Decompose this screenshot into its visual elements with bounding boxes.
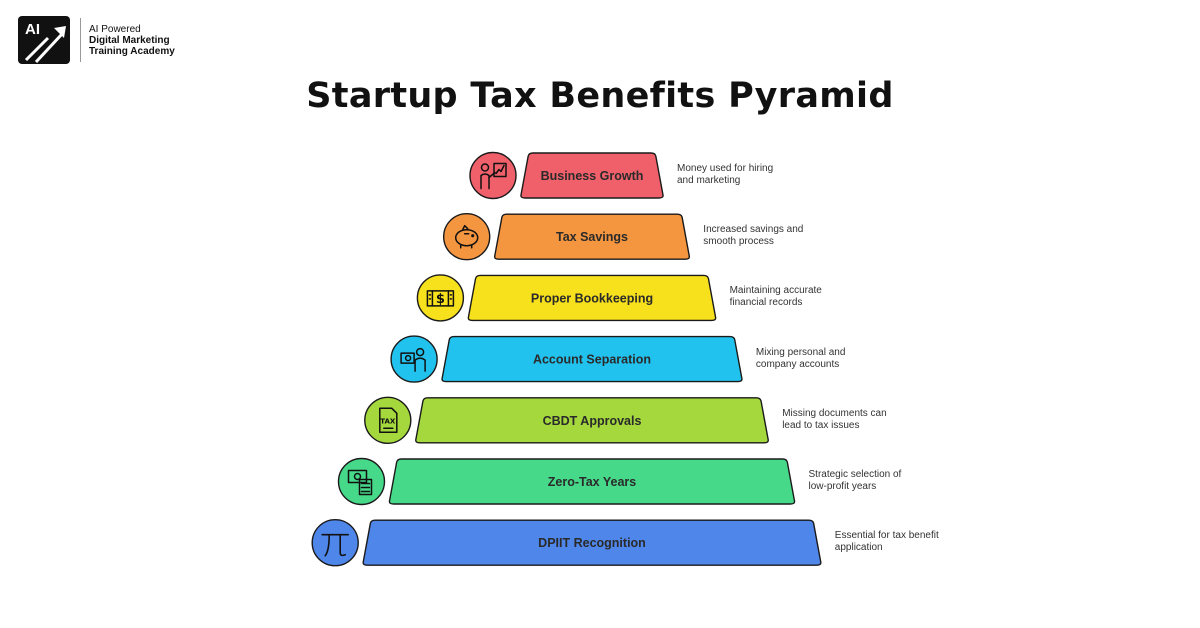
brand-name: AI Powered Digital Marketing Training Ac…: [89, 24, 175, 57]
tax-document-icon: TAX: [364, 396, 412, 444]
description-line-1: Strategic selection of: [808, 469, 902, 480]
pyramid-tier-label: Business Growth: [541, 169, 644, 183]
pyramid-tier-label: Zero-Tax Years: [548, 475, 637, 489]
pyramid-tier-shape: [520, 152, 664, 199]
pyramid-tier-label: DPIIT Recognition: [538, 536, 646, 550]
brand-logo: AI AI Powered Digital Marketing Training…: [18, 16, 175, 64]
description-line-2: low-profit years: [808, 481, 877, 492]
description-line-2: smooth process: [703, 236, 774, 248]
pyramid-tier-label: CBDT Approvals: [543, 414, 642, 428]
description-line-2: company accounts: [755, 358, 840, 370]
ledger-dollar-icon: $: [416, 274, 465, 322]
svg-text:$: $: [436, 292, 445, 307]
logo-divider: [80, 18, 81, 62]
description-line-1: Essential for tax benefit: [834, 530, 939, 542]
pyramid-tier-shape: [362, 519, 822, 566]
presentation-growth-icon: [469, 151, 517, 200]
logo-mark: AI: [18, 16, 70, 64]
description-line-2: application: [834, 542, 883, 554]
pyramid-tier-shape: [415, 397, 769, 444]
pyramid-level: Proper Bookkeeping $: [416, 274, 717, 322]
description-line-1: Increased savings and: [703, 224, 804, 236]
pyramid-level: Account Separation: [390, 335, 743, 383]
description-line-2: lead to tax issues: [782, 419, 860, 431]
pyramid-level: Business Growth: [469, 151, 664, 200]
pyramid-tier-shape: [388, 458, 796, 505]
logo-mark-text: AI: [25, 21, 40, 38]
pyramid-level: Zero-Tax Years: [337, 457, 796, 506]
pi-symbol-icon: [311, 519, 359, 567]
pyramid-tier-label: Tax Savings: [556, 230, 628, 244]
arrow-up-icon: [24, 26, 66, 64]
piggy-bank-icon: [443, 212, 491, 261]
pyramid-tier-shape: [493, 213, 691, 260]
pyramid-level: Tax Savings: [443, 212, 691, 261]
pyramid-level: DPIIT Recognition: [311, 519, 822, 567]
pyramid-tier-shape: [441, 335, 743, 383]
wallet-person-icon: [390, 335, 438, 383]
pyramid-tier-label: Proper Bookkeeping: [531, 291, 653, 305]
description-line-1: Mixing personal and: [755, 346, 846, 358]
page-title: Startup Tax Benefits Pyramid: [306, 76, 894, 116]
pyramid-tier-shape: [467, 274, 717, 322]
brand-line-2: Digital Marketing: [89, 34, 170, 46]
description-line-2: financial records: [729, 297, 803, 309]
description-line-1: Maintaining accurate: [729, 285, 822, 297]
pyramid-tier-label: Account Separation: [533, 353, 651, 367]
pyramid-level: CBDT Approvals TAX: [364, 396, 769, 444]
brand-line-1: AI Powered: [89, 23, 141, 35]
description-line-2: and marketing: [677, 175, 741, 186]
cash-calculator-icon: [337, 457, 386, 506]
description-line-1: Missing documents can: [782, 407, 887, 419]
brand-line-3: Training Academy: [89, 45, 175, 57]
description-line-1: Money used for hiring: [677, 163, 774, 174]
svg-text:TAX: TAX: [380, 417, 396, 425]
